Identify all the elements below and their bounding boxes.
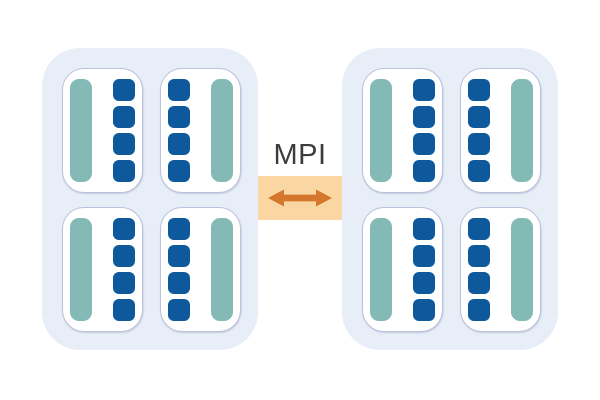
core-square xyxy=(113,79,135,101)
core-square xyxy=(468,245,490,267)
core-column xyxy=(413,79,435,182)
core-square xyxy=(413,133,435,155)
core-square xyxy=(168,79,190,101)
core-square xyxy=(168,299,190,321)
accelerator-bar xyxy=(370,218,392,321)
processor-unit xyxy=(362,68,443,193)
mpi-label: MPI xyxy=(273,139,327,171)
processor-unit xyxy=(160,207,241,332)
core-square xyxy=(168,160,190,182)
accelerator-bar xyxy=(370,79,392,182)
core-column xyxy=(413,218,435,321)
core-column xyxy=(113,79,135,182)
double-arrow-icon xyxy=(268,189,332,207)
core-square xyxy=(113,133,135,155)
core-square xyxy=(413,79,435,101)
core-square xyxy=(468,272,490,294)
processor-unit xyxy=(460,207,541,332)
core-square xyxy=(413,272,435,294)
processor-unit xyxy=(160,68,241,193)
core-square xyxy=(413,106,435,128)
processor-unit xyxy=(62,68,143,193)
core-square xyxy=(168,272,190,294)
core-square xyxy=(113,218,135,240)
compute-node-left xyxy=(42,48,258,350)
core-square xyxy=(468,160,490,182)
core-square xyxy=(468,299,490,321)
accelerator-bar xyxy=(211,218,233,321)
core-square xyxy=(113,245,135,267)
core-column xyxy=(168,79,190,182)
core-column xyxy=(168,218,190,321)
core-square xyxy=(113,160,135,182)
core-square xyxy=(413,160,435,182)
compute-node-right xyxy=(342,48,558,350)
core-square xyxy=(413,299,435,321)
accelerator-bar xyxy=(70,79,92,182)
core-column xyxy=(468,79,490,182)
accelerator-bar xyxy=(511,218,533,321)
core-square xyxy=(113,272,135,294)
core-column xyxy=(113,218,135,321)
core-square xyxy=(168,106,190,128)
core-square xyxy=(468,79,490,101)
core-square xyxy=(468,133,490,155)
accelerator-bar xyxy=(511,79,533,182)
processor-unit xyxy=(362,207,443,332)
core-square xyxy=(113,299,135,321)
accelerator-bar xyxy=(70,218,92,321)
processor-unit xyxy=(62,207,143,332)
core-square xyxy=(468,218,490,240)
core-square xyxy=(168,133,190,155)
core-square xyxy=(168,245,190,267)
core-square xyxy=(468,106,490,128)
processor-unit xyxy=(460,68,541,193)
core-square xyxy=(413,218,435,240)
core-square xyxy=(113,106,135,128)
core-column xyxy=(468,218,490,321)
mpi-link-box xyxy=(258,176,342,220)
core-square xyxy=(413,245,435,267)
accelerator-bar xyxy=(211,79,233,182)
core-square xyxy=(168,218,190,240)
